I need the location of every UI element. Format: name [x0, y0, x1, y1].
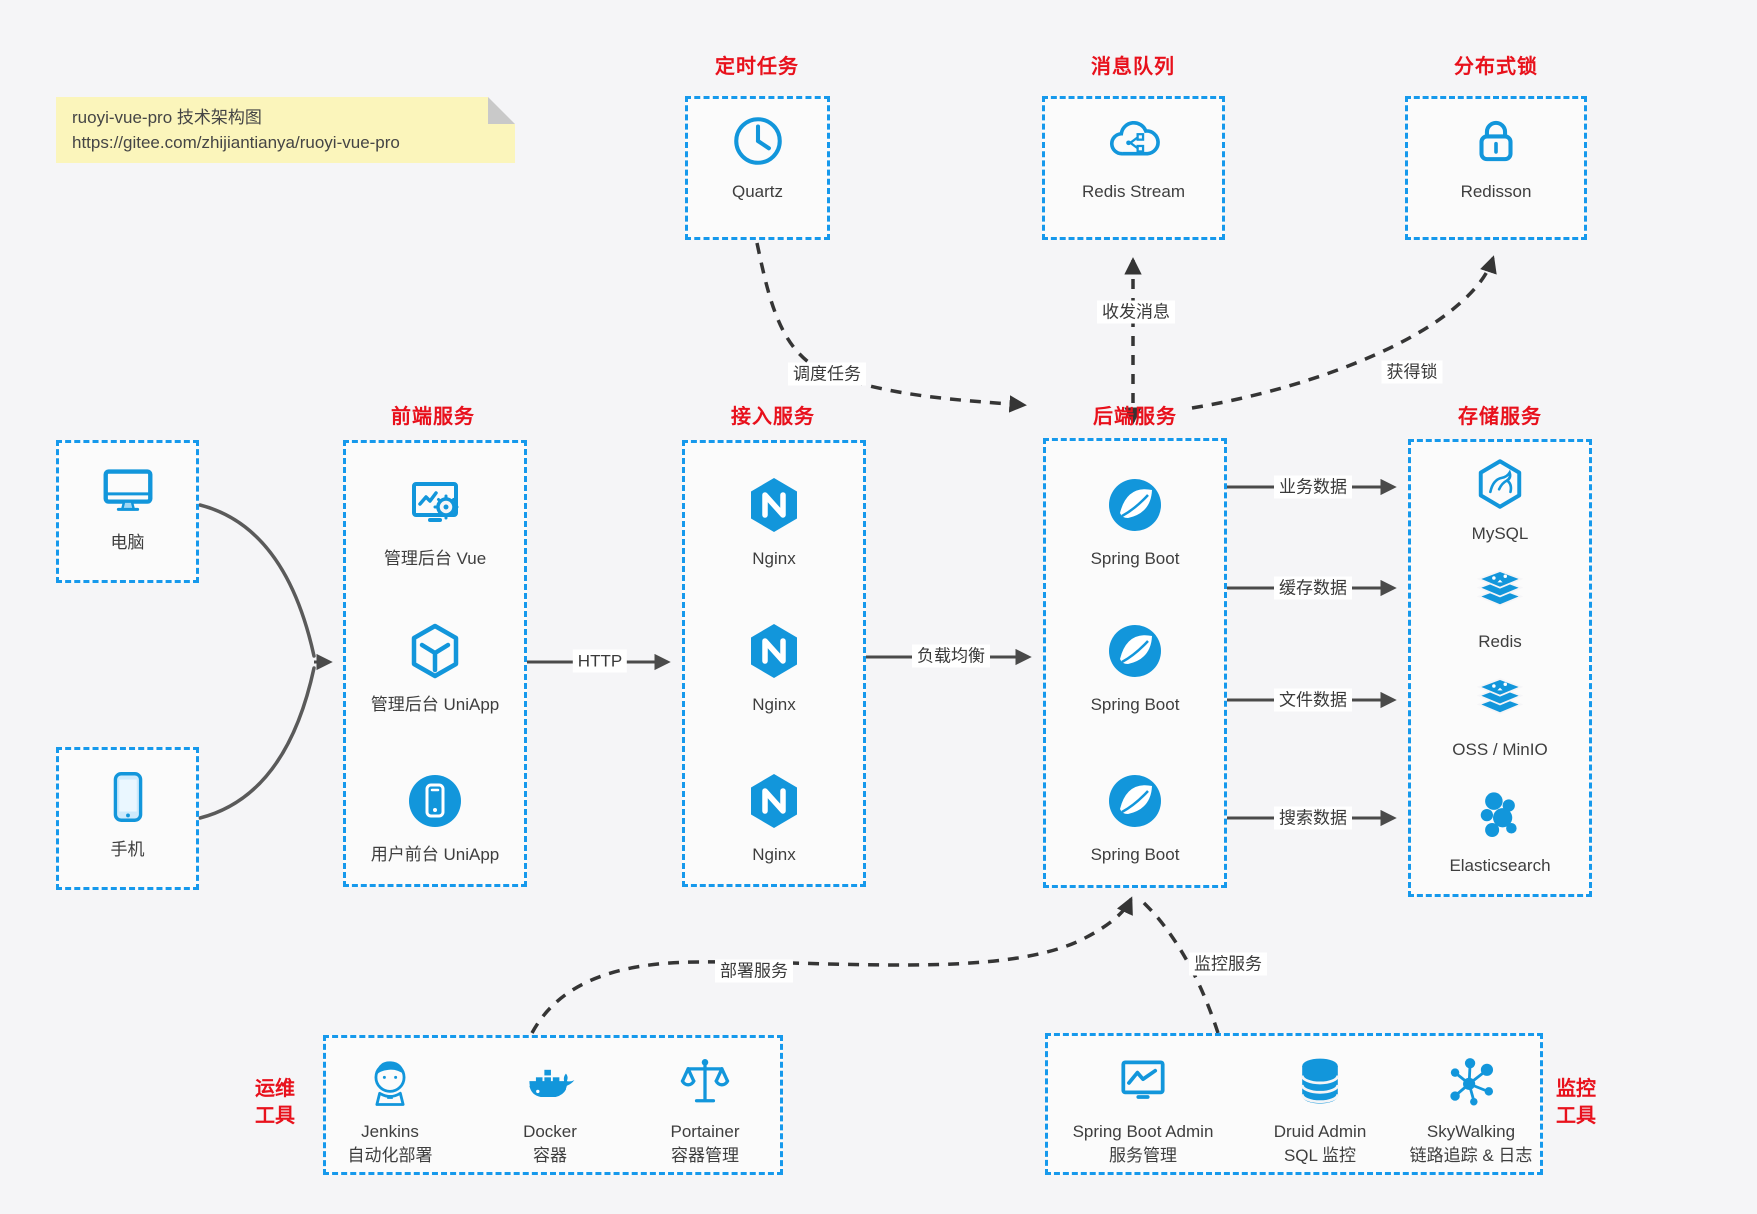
item-label: Elasticsearch	[1449, 856, 1551, 875]
arrow-deploy-service	[530, 896, 1133, 1034]
group-title-scheduled-task: 定时任务	[715, 56, 799, 78]
group-title-distributed-lock: 分布式锁	[1454, 56, 1538, 78]
item-label: Spring Boot	[1090, 695, 1180, 714]
item-label: Redis Stream	[1082, 182, 1185, 201]
skywalking-icon	[1441, 1052, 1501, 1112]
item-label: 用户前台 UniApp	[370, 845, 500, 864]
client-phone-box: 手机	[56, 747, 199, 890]
item-label: SkyWalking	[1426, 1122, 1516, 1141]
desktop-icon	[97, 459, 159, 521]
item-label: Nginx	[752, 845, 796, 864]
sticky-note: ruoyi-vue-pro 技术架构图 https://gitee.com/zh…	[56, 97, 515, 163]
elasticsearch-icon	[1472, 788, 1528, 844]
smartphone-icon	[97, 766, 159, 828]
spring-boot-icon	[1103, 473, 1167, 537]
spring-boot-icon	[1103, 619, 1167, 683]
item-sublabel: 链路追踪 & 日志	[1409, 1146, 1533, 1165]
item-sublabel: 服务管理	[1109, 1146, 1177, 1165]
group-title-backend: 后端服务	[1093, 406, 1177, 428]
group-title-message-queue: 消息队列	[1091, 56, 1175, 78]
item-label: Portainer	[670, 1122, 740, 1141]
item-label: Jenkins	[361, 1122, 419, 1141]
group-title-devops: 运维 工具	[255, 1078, 295, 1127]
docker-icon	[520, 1052, 580, 1112]
edge-label-deploy: 部署服务	[715, 959, 793, 983]
client-merge-curves	[198, 503, 316, 820]
user-app-icon	[403, 769, 467, 833]
cloud-stream-icon	[1105, 112, 1163, 170]
item-sublabel: 自动化部署	[347, 1146, 433, 1165]
item-label: Spring Boot Admin	[1072, 1122, 1214, 1141]
message-queue-box: Redis Stream	[1042, 96, 1225, 240]
backend-box: Spring Boot Spring Boot Spring Boot	[1043, 438, 1227, 888]
item-sublabel: 容器管理	[671, 1146, 739, 1165]
item-sublabel: SQL 监控	[1283, 1146, 1357, 1165]
redis-icon	[1472, 564, 1528, 620]
group-title-monitoring: 监控 工具	[1556, 1078, 1596, 1127]
nginx-icon	[742, 769, 806, 833]
edge-label-load-balance: 负载均衡	[912, 644, 990, 668]
item-label: Nginx	[752, 695, 796, 714]
item-label: 电脑	[110, 533, 145, 552]
item-label: 管理后台 Vue	[383, 549, 487, 568]
spring-boot-admin-icon	[1113, 1052, 1173, 1112]
item-label: Spring Boot	[1090, 845, 1180, 864]
note-fold-corner	[488, 97, 515, 124]
admin-vue-icon	[403, 473, 467, 537]
gateway-box: Nginx Nginx Nginx	[682, 440, 866, 887]
nginx-icon	[742, 473, 806, 537]
item-label: Redis	[1478, 632, 1522, 651]
group-title-gateway: 接入服务	[731, 406, 815, 428]
scheduled-task-box: Quartz	[685, 96, 830, 240]
edge-label-search-data: 搜索数据	[1274, 806, 1352, 830]
group-title-storage: 存储服务	[1458, 406, 1542, 428]
item-label: Docker	[523, 1122, 577, 1141]
item-label: 管理后台 UniApp	[370, 695, 500, 714]
note-title: ruoyi-vue-pro 技术架构图	[72, 108, 262, 127]
devops-box: Jenkins 自动化部署 Docker 容器 Portainer 容器管理	[323, 1035, 783, 1175]
item-label: Quartz	[731, 182, 784, 201]
item-label: Nginx	[752, 549, 796, 568]
storage-box: MySQL Redis OSS / MinIO Elasticsearch	[1408, 439, 1592, 897]
item-label: Redisson	[1460, 182, 1532, 201]
item-label: MySQL	[1471, 524, 1529, 543]
spring-boot-icon	[1103, 769, 1167, 833]
uniapp-cube-icon	[403, 619, 467, 683]
oss-minio-icon	[1472, 672, 1528, 728]
edge-label-schedule: 调度任务	[788, 362, 866, 386]
edge-label-acquire-lock: 获得锁	[1381, 360, 1443, 384]
distributed-lock-box: Redisson	[1405, 96, 1587, 240]
frontend-box: 管理后台 Vue 管理后台 UniApp 用户前台 UniApp	[343, 440, 527, 887]
item-label: 手机	[110, 840, 145, 859]
edge-label-send-receive: 收发消息	[1097, 300, 1175, 324]
clock-icon	[729, 112, 787, 170]
group-title-frontend: 前端服务	[391, 406, 475, 428]
note-url: https://gitee.com/zhijiantianya/ruoyi-vu…	[72, 133, 400, 152]
item-sublabel: 容器	[533, 1146, 567, 1165]
nginx-icon	[742, 619, 806, 683]
item-label: Druid Admin	[1273, 1122, 1367, 1141]
edge-label-cache-data: 缓存数据	[1274, 576, 1352, 600]
druid-database-icon	[1290, 1052, 1350, 1112]
arrow-acquire-lock	[1191, 255, 1497, 410]
item-label: OSS / MinIO	[1452, 740, 1548, 759]
client-pc-box: 电脑	[56, 440, 199, 583]
lock-icon	[1467, 112, 1525, 170]
edge-label-http: HTTP	[572, 649, 628, 673]
edge-label-business-data: 业务数据	[1274, 475, 1352, 499]
edge-label-monitor: 监控服务	[1189, 952, 1267, 976]
monitoring-box: Spring Boot Admin 服务管理 Druid Admin SQL 监…	[1045, 1033, 1543, 1175]
item-label: Spring Boot	[1090, 549, 1180, 568]
arrow-monitor-service	[1141, 900, 1220, 1034]
edge-label-file-data: 文件数据	[1274, 688, 1352, 712]
portainer-scales-icon	[675, 1052, 735, 1112]
jenkins-icon	[360, 1052, 420, 1112]
mysql-icon	[1472, 456, 1528, 512]
